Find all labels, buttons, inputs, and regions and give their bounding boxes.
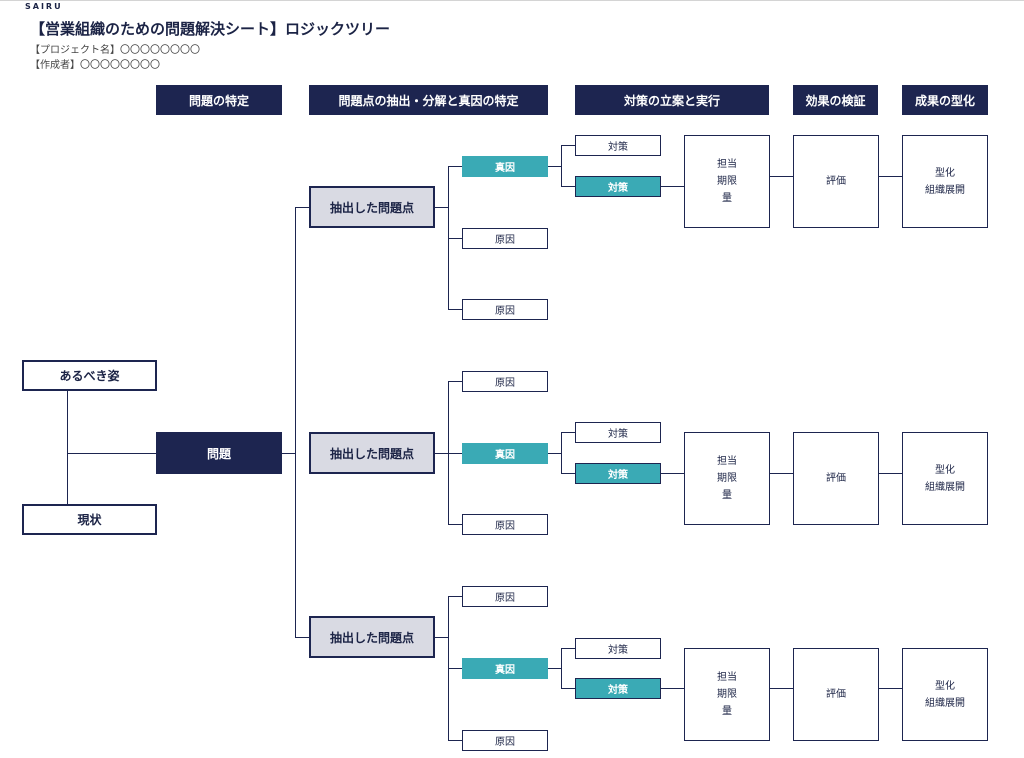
connector-line	[561, 473, 575, 474]
connector-line	[561, 145, 562, 187]
page-title: 【営業組織のための問題解決シート】ロジックツリー	[30, 20, 391, 38]
connector-line	[295, 207, 309, 208]
owner-label: 担当	[717, 672, 737, 683]
connector-line	[435, 637, 449, 638]
true-cause-box: 真因	[462, 156, 548, 177]
evaluation-label: 評価	[826, 176, 846, 187]
connector-line	[448, 596, 462, 597]
measure-box: 対策	[575, 422, 661, 443]
connector-line	[448, 668, 462, 669]
measure-box: 対策	[575, 638, 661, 659]
top-divider	[0, 0, 1024, 1]
connector-line	[448, 238, 462, 239]
connector-line	[561, 648, 575, 649]
connector-line	[879, 473, 902, 474]
connector-line	[561, 648, 562, 689]
deadline-label: 期限	[717, 176, 737, 187]
evaluation-box: 評価	[793, 432, 879, 525]
owner-label: 担当	[717, 159, 737, 170]
connector-line	[67, 390, 68, 504]
standardize-label: 型化	[935, 680, 955, 692]
standardize-label: 型化	[935, 167, 955, 179]
connector-line	[661, 186, 684, 187]
connector-line	[770, 688, 793, 689]
amount-label: 量	[722, 706, 732, 717]
measure-box-highlighted: 対策	[575, 678, 661, 699]
connector-line	[548, 166, 562, 167]
problem-box: 問題	[156, 432, 282, 474]
connector-line	[282, 453, 296, 454]
amount-label: 量	[722, 193, 732, 204]
amount-label: 量	[722, 490, 732, 501]
cause-box: 原因	[462, 730, 548, 751]
connector-line	[661, 473, 684, 474]
issue-box: 抽出した問題点	[309, 432, 435, 474]
execution-box: 担当 期限 量	[684, 648, 770, 741]
measure-box-highlighted: 対策	[575, 176, 661, 197]
connector-line	[770, 176, 793, 177]
connector-line	[435, 207, 449, 208]
owner-label: 担当	[717, 456, 737, 467]
connector-line	[879, 688, 902, 689]
deadline-label: 期限	[717, 473, 737, 484]
true-cause-box: 真因	[462, 658, 548, 679]
execution-box: 担当 期限 量	[684, 135, 770, 228]
evaluation-label: 評価	[826, 689, 846, 700]
evaluation-label: 評価	[826, 473, 846, 484]
connector-line	[561, 432, 575, 433]
cause-box: 原因	[462, 514, 548, 535]
evaluation-box: 評価	[793, 135, 879, 228]
connector-line	[448, 740, 462, 741]
connector-line	[770, 473, 793, 474]
connector-line	[879, 176, 902, 177]
connector-line	[448, 166, 462, 167]
standardization-box: 型化 組織展開	[902, 648, 988, 741]
deadline-label: 期限	[717, 689, 737, 700]
evaluation-box: 評価	[793, 648, 879, 741]
rollout-label: 組織展開	[925, 481, 965, 493]
measure-box-highlighted: 対策	[575, 463, 661, 484]
connector-line	[448, 381, 449, 525]
header-problem-identification: 問題の特定	[156, 85, 282, 115]
rollout-label: 組織展開	[925, 184, 965, 196]
rollout-label: 組織展開	[925, 697, 965, 709]
cause-box: 原因	[462, 586, 548, 607]
connector-line	[295, 637, 309, 638]
author-name: 【作成者】〇〇〇〇〇〇〇〇	[30, 60, 160, 71]
connector-line	[295, 207, 296, 638]
connector-line	[561, 432, 562, 474]
header-standardization: 成果の型化	[902, 85, 988, 115]
project-name: 【プロジェクト名】〇〇〇〇〇〇〇〇	[30, 45, 200, 56]
connector-line	[448, 524, 462, 525]
cause-box: 原因	[462, 371, 548, 392]
ideal-state-box: あるべき姿	[22, 360, 157, 391]
current-state-box: 現状	[22, 504, 157, 535]
connector-line	[561, 145, 575, 146]
connector-line	[548, 453, 562, 454]
true-cause-box: 真因	[462, 443, 548, 464]
connector-line	[661, 688, 684, 689]
connector-line	[448, 309, 462, 310]
standardization-box: 型化 組織展開	[902, 135, 988, 228]
measure-box: 対策	[575, 135, 661, 156]
execution-box: 担当 期限 量	[684, 432, 770, 525]
header-measures: 対策の立案と実行	[575, 85, 769, 115]
cause-box: 原因	[462, 228, 548, 249]
brand-logo: SAIRU	[25, 2, 63, 11]
cause-box: 原因	[462, 299, 548, 320]
header-cause-analysis: 問題点の抽出・分解と真因の特定	[309, 85, 548, 115]
issue-box: 抽出した問題点	[309, 616, 435, 658]
connector-line	[561, 688, 575, 689]
connector-line	[67, 453, 156, 454]
standardization-box: 型化 組織展開	[902, 432, 988, 525]
standardize-label: 型化	[935, 464, 955, 476]
connector-line	[548, 668, 562, 669]
header-effect-verification: 効果の検証	[793, 85, 878, 115]
issue-box: 抽出した問題点	[309, 186, 435, 228]
connector-line	[561, 186, 575, 187]
connector-line	[448, 381, 462, 382]
